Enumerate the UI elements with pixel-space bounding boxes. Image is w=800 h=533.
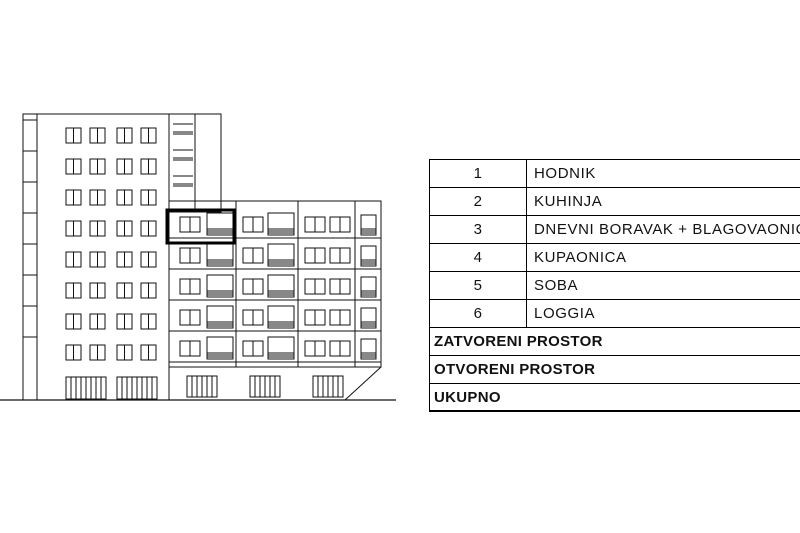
open-space-label: OTVORENI PROSTOR [434, 361, 596, 378]
balcony-window [267, 243, 295, 267]
room-number: 1 [430, 160, 527, 187]
legend-row-6: 6 LOGGIA [430, 300, 800, 328]
legend-row-3: 3 DNEVNI BORAVAK + BLAGOVAONICA [430, 216, 800, 244]
legend-open-space-row: OTVORENI PROSTOR [430, 356, 800, 384]
balcony-window [206, 212, 234, 236]
balcony-window [206, 274, 234, 298]
room-name: KUPAONICA [534, 249, 627, 266]
lower-block-ground-floor [168, 366, 382, 401]
room-name: DNEVNI BORAVAK + BLAGOVAONICA [534, 221, 800, 238]
legend-total-row: UKUPNO [430, 384, 800, 412]
highlighted-apartment-outline [165, 208, 236, 245]
balcony-window [206, 336, 234, 360]
room-name: KUHINJA [534, 193, 603, 210]
balcony-window [206, 305, 234, 329]
legend-row-1: 1 HODNIK [430, 160, 800, 188]
room-number: 6 [430, 300, 527, 327]
room-number: 2 [430, 188, 527, 215]
building-elevation-drawing [0, 113, 396, 401]
lower-block-outline [168, 200, 382, 368]
balcony-window [267, 336, 295, 360]
balcony-window [267, 212, 295, 236]
balcony-window [360, 214, 377, 236]
total-label: UKUPNO [434, 389, 501, 406]
legend-row-5: 5 SOBA [430, 272, 800, 300]
balcony-window [206, 243, 234, 267]
balcony-window [267, 305, 295, 329]
legend-closed-space-row: ZATVORENI PROSTOR [430, 328, 800, 356]
room-number: 3 [430, 216, 527, 243]
room-name: SOBA [534, 277, 579, 294]
balcony-window [360, 338, 377, 360]
room-number: 5 [430, 272, 527, 299]
balcony-window [360, 245, 377, 267]
legend-row-4: 4 KUPAONICA [430, 244, 800, 272]
room-name: LOGGIA [534, 305, 596, 322]
balcony-window [360, 307, 377, 329]
legend-row-2: 2 KUHINJA [430, 188, 800, 216]
room-number: 4 [430, 244, 527, 271]
room-legend-table: 1 HODNIK 2 KUHINJA 3 DNEVNI BORAVAK + BL… [429, 159, 800, 412]
room-name: HODNIK [534, 165, 596, 182]
balcony-window [360, 276, 377, 298]
balcony-window [267, 274, 295, 298]
tower-outline [22, 113, 170, 401]
closed-space-label: ZATVORENI PROSTOR [434, 333, 603, 350]
